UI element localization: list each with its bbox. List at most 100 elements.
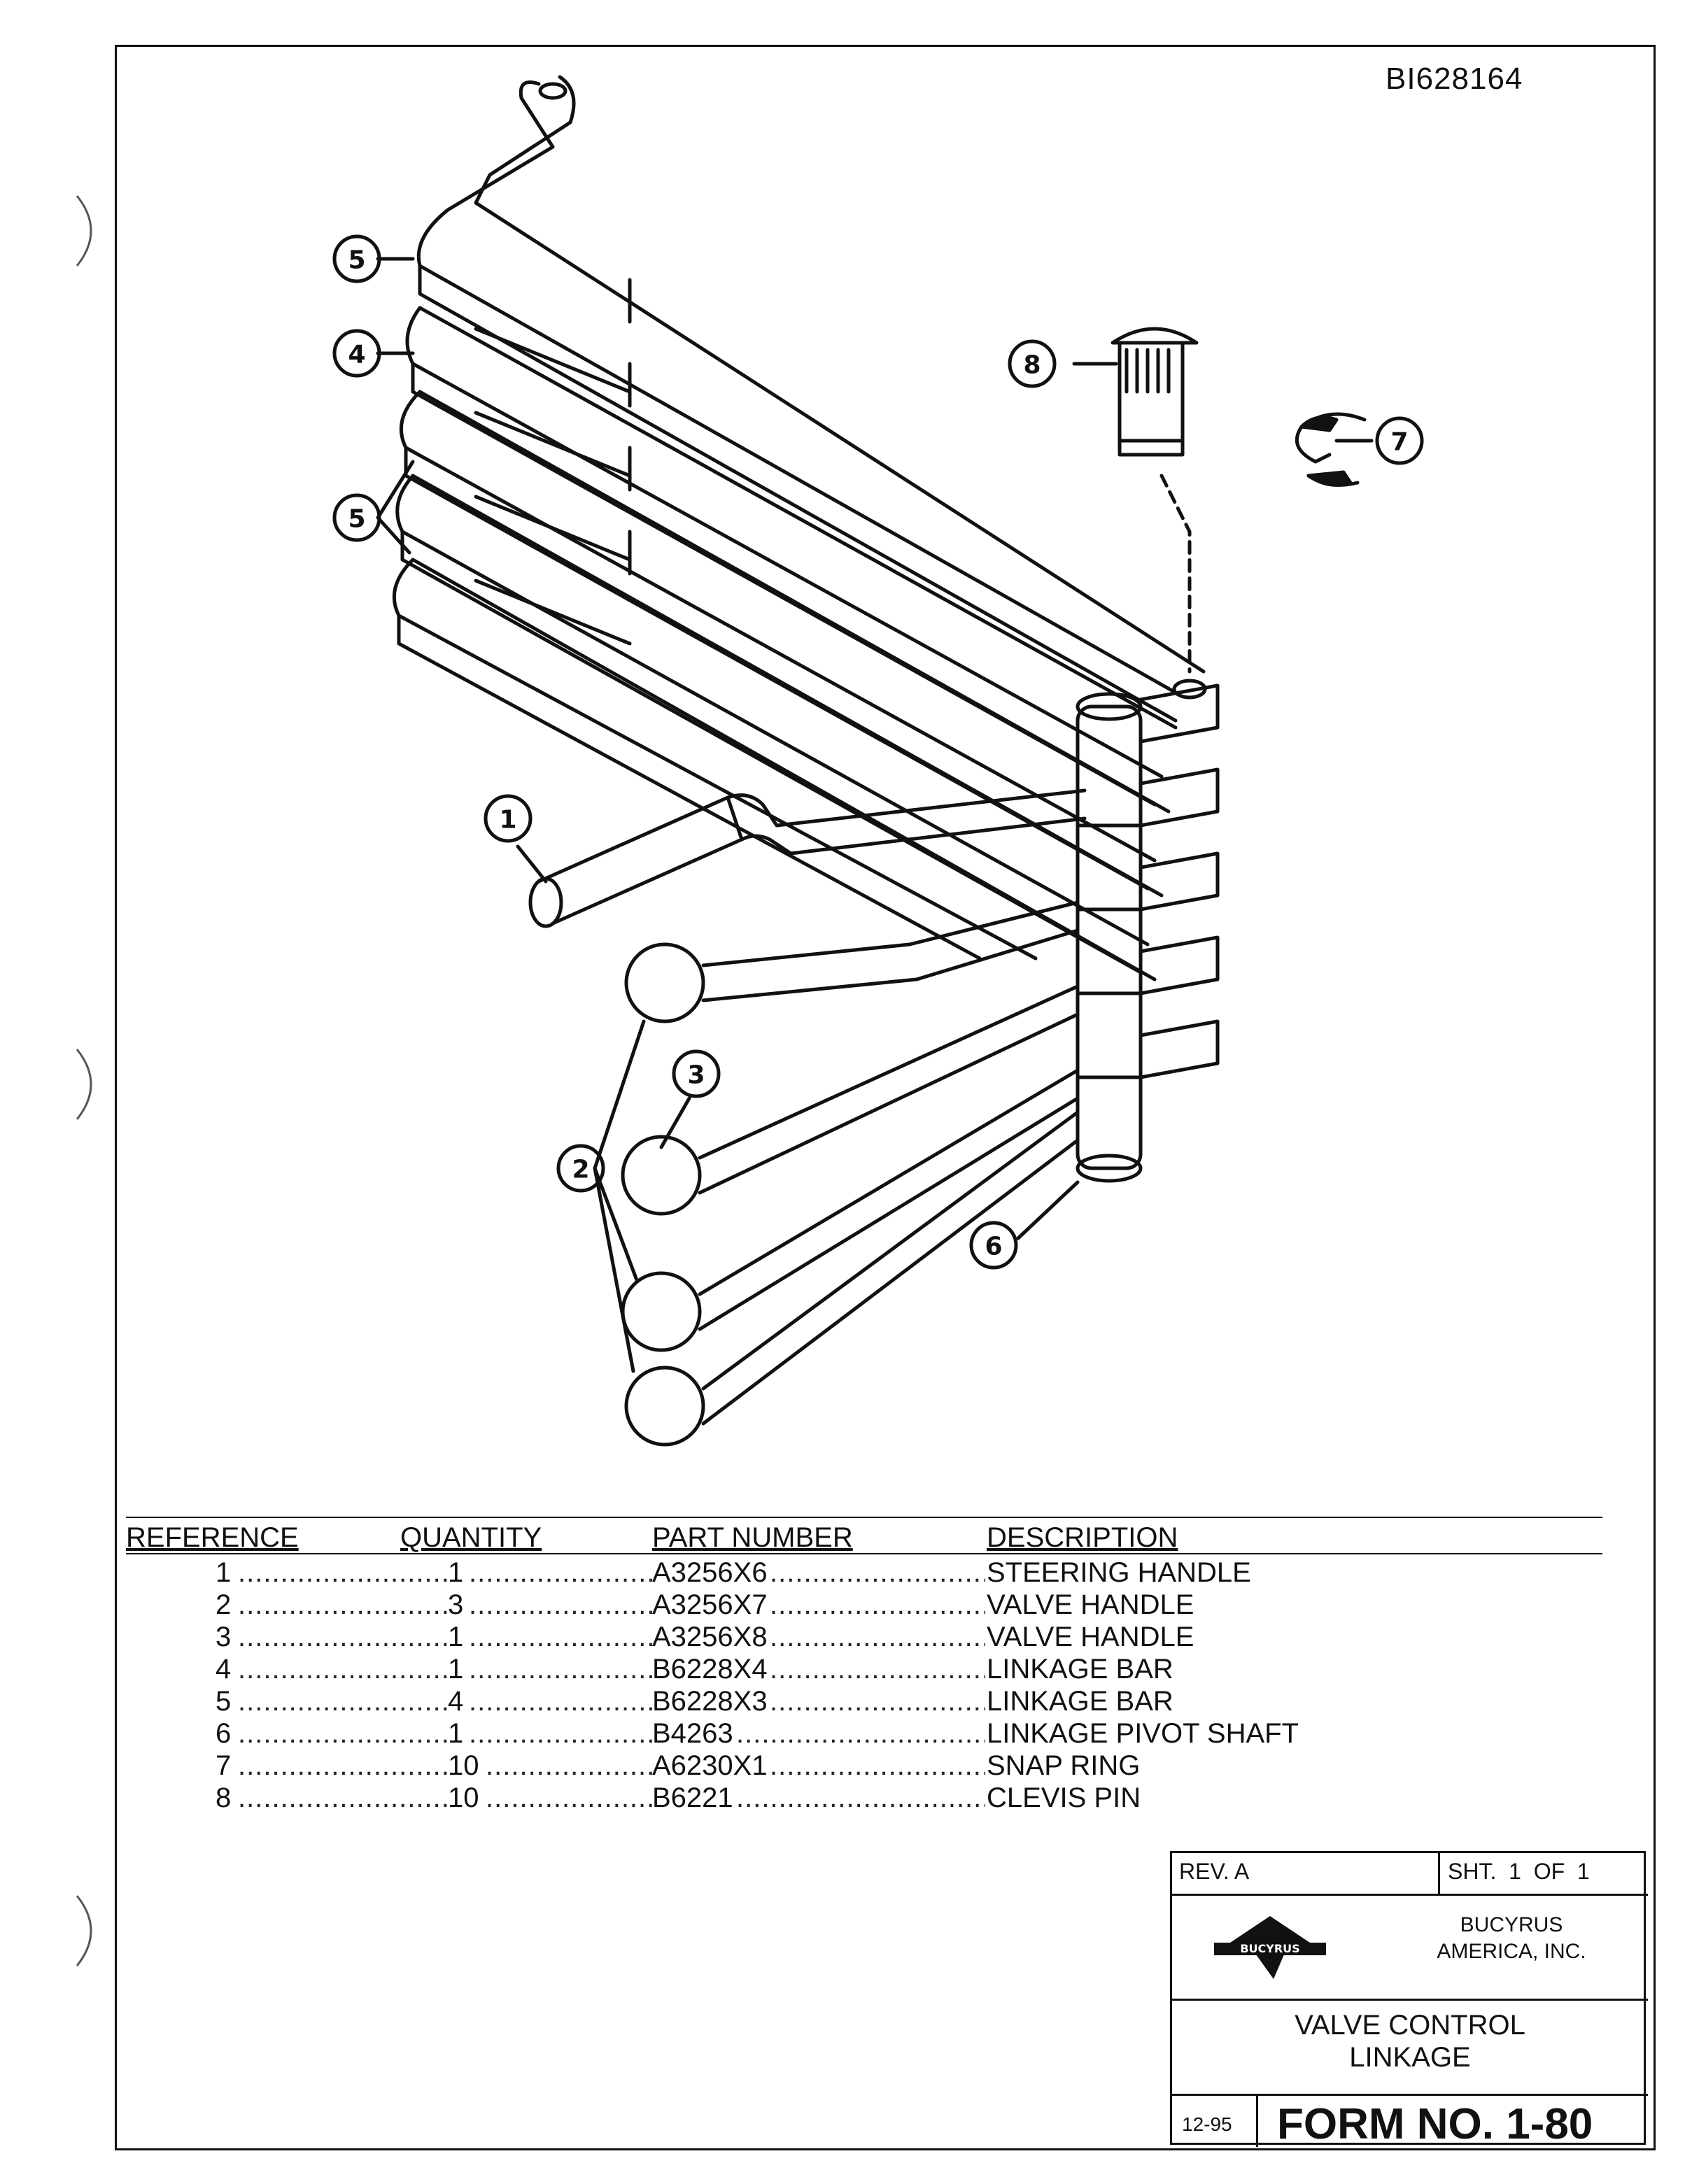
leader-dots: ........................................… <box>770 1589 985 1620</box>
binder-mark <box>76 1895 92 1966</box>
table-row: 4.......................................… <box>126 1654 1602 1686</box>
leader-3 <box>659 1096 691 1149</box>
cell-quantity: 1 <box>448 1622 464 1652</box>
callout-5: 5 <box>348 505 365 534</box>
cell-description: STEERING HANDLE <box>987 1557 1251 1588</box>
cell-reference: 6 <box>216 1718 232 1749</box>
cell-part-number: B6221 <box>652 1782 733 1813</box>
leader-dots: ........................................… <box>238 1782 448 1813</box>
cell-description: VALVE HANDLE <box>987 1589 1194 1620</box>
leader-dots: ........................................… <box>469 1686 652 1717</box>
cell-part-number: B6228X4 <box>652 1654 768 1685</box>
callout-circle <box>332 329 381 378</box>
table-row: 5.......................................… <box>126 1686 1602 1718</box>
callout-5: 5 <box>348 246 365 275</box>
cell-description: LINKAGE BAR <box>987 1654 1173 1685</box>
company-name: BUCYRUS <box>1460 1913 1563 1936</box>
valve-handle-2 <box>621 984 1080 1216</box>
leader-dots: ........................................… <box>486 1750 652 1781</box>
cell-description: CLEVIS PIN <box>987 1782 1141 1813</box>
leader-dots: ........................................… <box>469 1718 652 1749</box>
cell-reference: 1 <box>216 1557 232 1588</box>
cell-description: VALVE HANDLE <box>987 1622 1194 1652</box>
table-row: 6.......................................… <box>126 1718 1602 1750</box>
cell-reference: 5 <box>216 1686 232 1717</box>
callout-8: 8 <box>1023 351 1041 380</box>
valve-handle-4 <box>624 1110 1080 1447</box>
cell-quantity: 10 <box>448 1750 479 1781</box>
cell-part-number: A3256X6 <box>652 1557 768 1588</box>
callout-circle <box>332 234 381 283</box>
cell-quantity: 1 <box>448 1718 464 1749</box>
divider <box>1172 1999 1648 2001</box>
drawing-border <box>115 45 1656 2150</box>
cell-description: LINKAGE BAR <box>987 1686 1173 1717</box>
leader-dots: ........................................… <box>736 1718 985 1749</box>
callout-6: 6 <box>985 1233 1002 1261</box>
leader-dots: ........................................… <box>736 1782 985 1813</box>
callout-3: 3 <box>687 1061 705 1090</box>
steering-handle <box>528 788 1087 928</box>
cell-quantity: 10 <box>448 1782 479 1813</box>
header-description: DESCRIPTION <box>987 1522 1178 1553</box>
leader-dots: ........................................… <box>770 1654 985 1685</box>
linkage-bar-5-b <box>395 474 1164 974</box>
snap-ring <box>1295 412 1367 487</box>
cell-reference: 2 <box>216 1589 232 1620</box>
cell-quantity: 1 <box>448 1557 464 1588</box>
leader-dots: ........................................… <box>770 1557 985 1588</box>
drawing-number: BI628164 <box>1386 62 1523 96</box>
callout-circle <box>969 1221 1018 1270</box>
logo-text: BUCYRUS <box>1240 1942 1299 1955</box>
callout-4: 4 <box>348 341 365 369</box>
cell-reference: 7 <box>216 1750 232 1781</box>
company-name-line2: AMERICA, INC. <box>1437 1940 1586 1963</box>
callout-circle <box>484 794 533 843</box>
issue-date: 12-95 <box>1182 2113 1232 2135</box>
callout-circle <box>672 1049 721 1098</box>
cell-part-number: B6228X3 <box>652 1686 768 1717</box>
callout-1: 1 <box>499 806 516 835</box>
leader-dots: ........................................… <box>238 1686 448 1717</box>
leader-dots: ........................................… <box>238 1718 448 1749</box>
cell-quantity: 4 <box>448 1686 464 1717</box>
callout-7: 7 <box>1390 428 1408 457</box>
clevis-pin <box>1111 327 1199 674</box>
leader-1 <box>516 844 548 884</box>
table-row: 7.......................................… <box>126 1750 1602 1782</box>
cell-part-number: B4263 <box>652 1718 733 1749</box>
leader-dots: ........................................… <box>469 1557 652 1588</box>
valve-handle-3 <box>621 1068 1080 1352</box>
bucyrus-logo: BUCYRUS <box>1214 1916 1326 1979</box>
divider <box>1438 1853 1440 1894</box>
cell-quantity: 1 <box>448 1654 464 1685</box>
table-row: 2.......................................… <box>126 1589 1602 1622</box>
cell-reference: 4 <box>216 1654 232 1685</box>
cell-description: LINKAGE PIVOT SHAFT <box>987 1718 1299 1749</box>
leader-dots: ........................................… <box>238 1750 448 1781</box>
leader-dots: ........................................… <box>770 1750 985 1781</box>
drawing-title: VALVE CONTROL <box>1295 2010 1525 2041</box>
callout-circle <box>1008 339 1057 388</box>
leader-dots: ........................................… <box>770 1686 985 1717</box>
table-row: 3.......................................… <box>126 1622 1602 1654</box>
cell-part-number: A3256X7 <box>652 1589 768 1620</box>
cell-quantity: 3 <box>448 1589 464 1620</box>
callout-circle <box>332 493 381 542</box>
callout-2: 2 <box>572 1156 589 1184</box>
leader-dots: ........................................… <box>469 1622 652 1652</box>
linkage-bar-4 <box>405 306 1178 807</box>
leader-6 <box>1016 1180 1080 1240</box>
cell-description: SNAP RING <box>987 1750 1141 1781</box>
revision: REV. A <box>1179 1859 1250 1884</box>
cell-part-number: A6230X1 <box>652 1750 768 1781</box>
header-reference: REFERENCE <box>126 1522 299 1553</box>
form-number: FORM NO. 1-80 <box>1277 2100 1593 2148</box>
binder-mark <box>76 1049 92 1120</box>
table-row: 8.......................................… <box>126 1782 1602 1815</box>
cell-reference: 8 <box>216 1782 232 1813</box>
leader-2 <box>593 1019 646 1373</box>
leader-dots: ........................................… <box>469 1589 652 1620</box>
leader-dots: ........................................… <box>486 1782 652 1813</box>
table-rule <box>126 1517 1602 1518</box>
